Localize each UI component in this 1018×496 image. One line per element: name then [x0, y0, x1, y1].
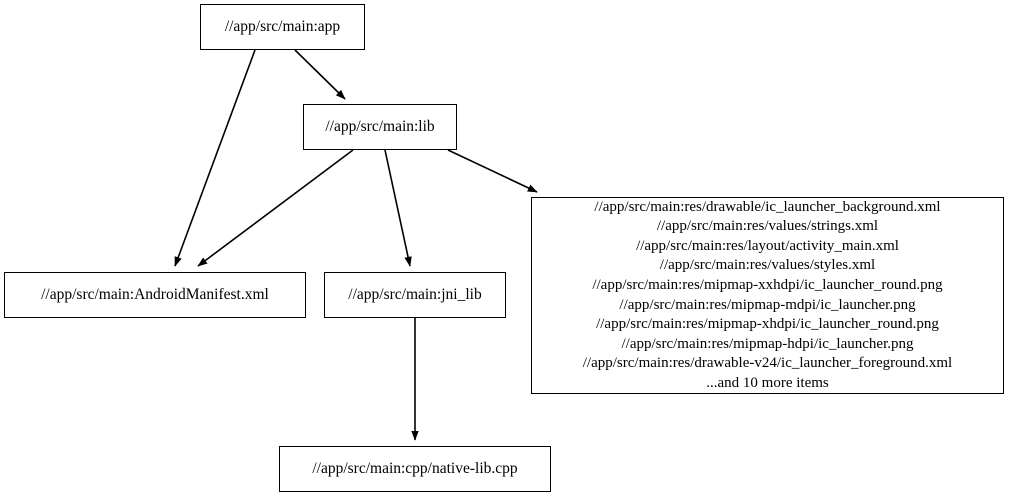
- node-native-lib-cpp[interactable]: //app/src/main:cpp/native-lib.cpp: [279, 446, 551, 492]
- edge-lib-to-jni-lib: [384, 149, 412, 267]
- node-jni-lib-label: //app/src/main:jni_lib: [348, 286, 482, 304]
- node-app[interactable]: //app/src/main:app: [200, 4, 365, 50]
- edge-lib-to-res: [447, 149, 538, 193]
- node-app-label: //app/src/main:app: [224, 18, 341, 36]
- edge-app-to-lib: [294, 49, 346, 100]
- node-res-group-label: //app/src/main:res/drawable/ic_launcher_…: [582, 198, 953, 391]
- node-android-manifest-label: //app/src/main:AndroidManifest.xml: [41, 286, 269, 304]
- node-android-manifest[interactable]: //app/src/main:AndroidManifest.xml: [4, 272, 306, 318]
- edge-app-to-manifest: [174, 49, 256, 267]
- node-res-group[interactable]: //app/src/main:res/drawable/ic_launcher_…: [531, 197, 1004, 394]
- node-lib[interactable]: //app/src/main:lib: [303, 104, 457, 150]
- node-jni-lib[interactable]: //app/src/main:jni_lib: [324, 272, 506, 318]
- edge-lib-to-manifest: [197, 149, 354, 267]
- node-native-lib-cpp-label: //app/src/main:cpp/native-lib.cpp: [312, 460, 518, 478]
- node-lib-label: //app/src/main:lib: [325, 118, 435, 136]
